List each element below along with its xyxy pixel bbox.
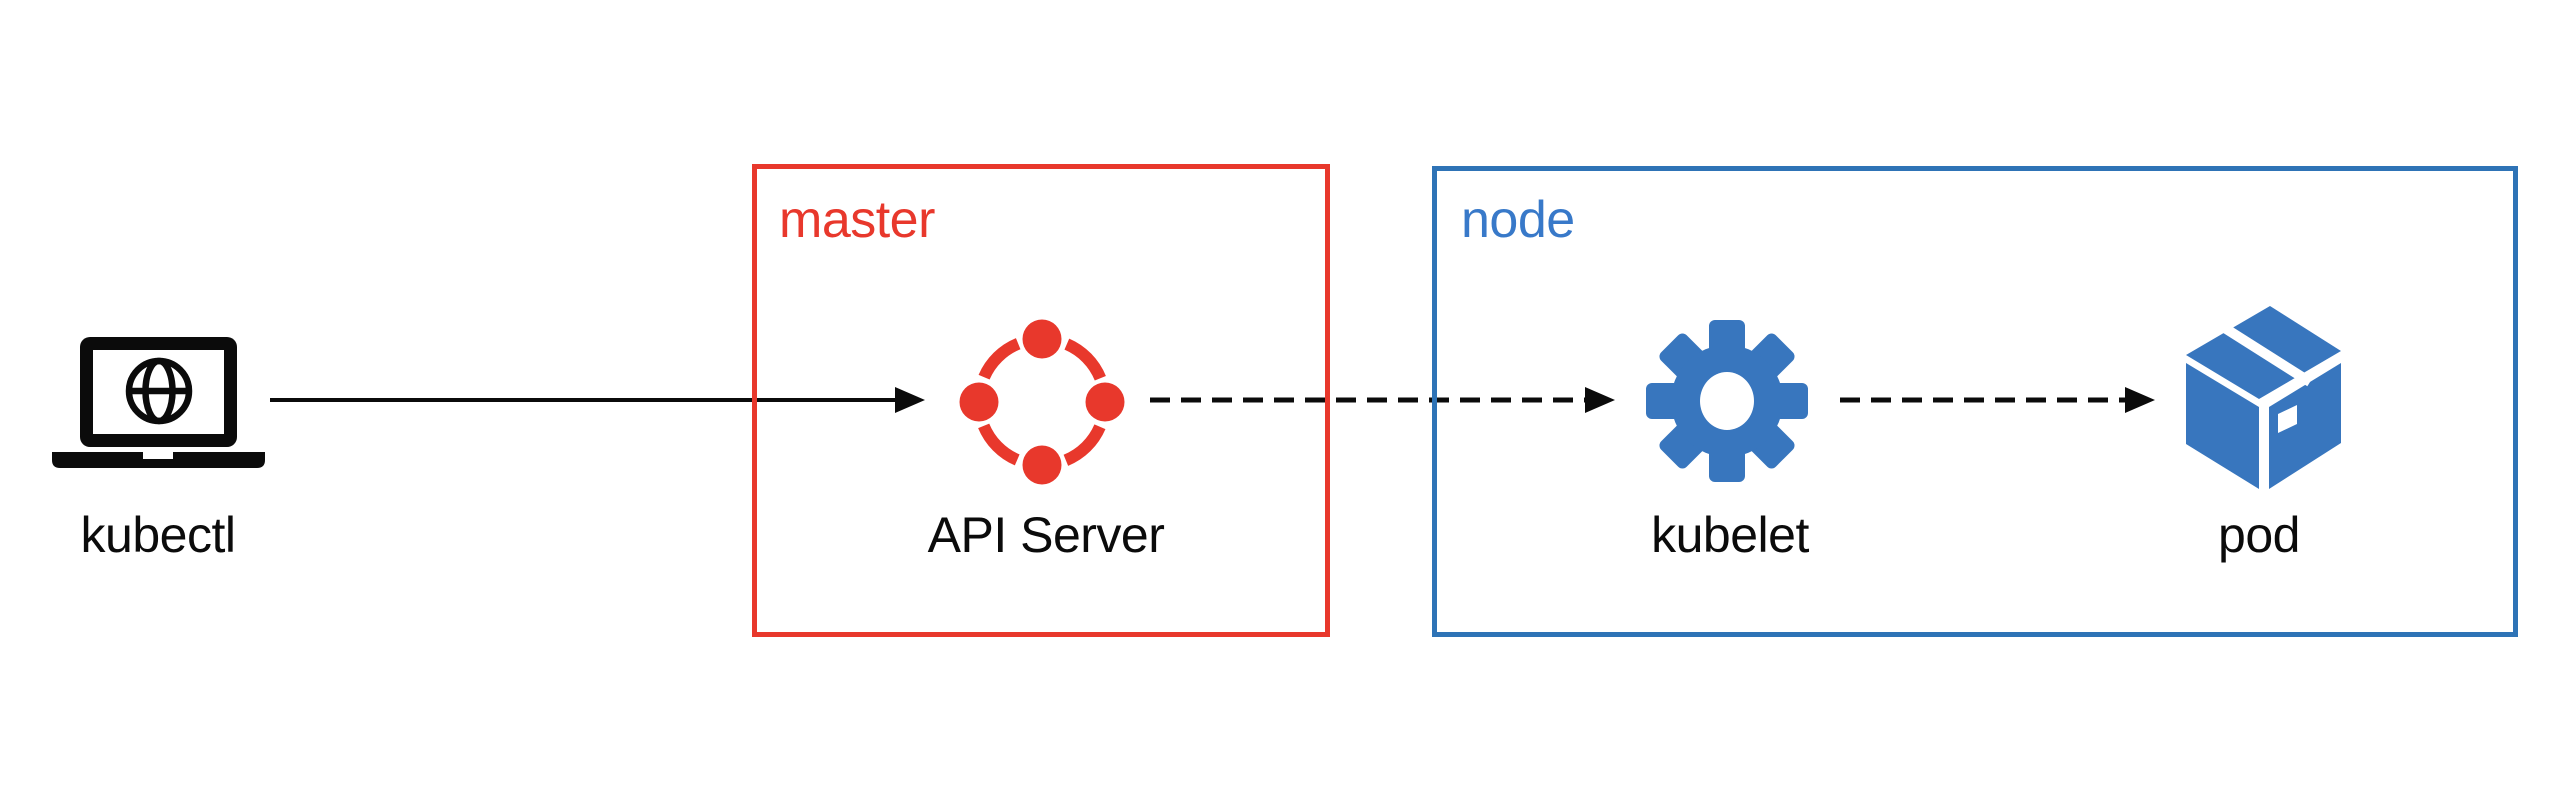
master-group-label: master: [779, 191, 935, 249]
node-group-box: [1432, 166, 2518, 637]
package-box-icon: [2186, 306, 2341, 489]
node-group-label: node: [1461, 191, 1575, 249]
gear-icon: [1646, 320, 1808, 482]
api-server-icon: [959, 319, 1125, 485]
kubelet-label: kubelet: [1651, 507, 1809, 563]
master-group-box: [752, 164, 1330, 637]
kubectl-label: kubectl: [80, 507, 236, 563]
api-server-label: API Server: [927, 507, 1165, 563]
laptop-globe-icon: [52, 337, 265, 468]
pod-label: pod: [2218, 507, 2300, 563]
